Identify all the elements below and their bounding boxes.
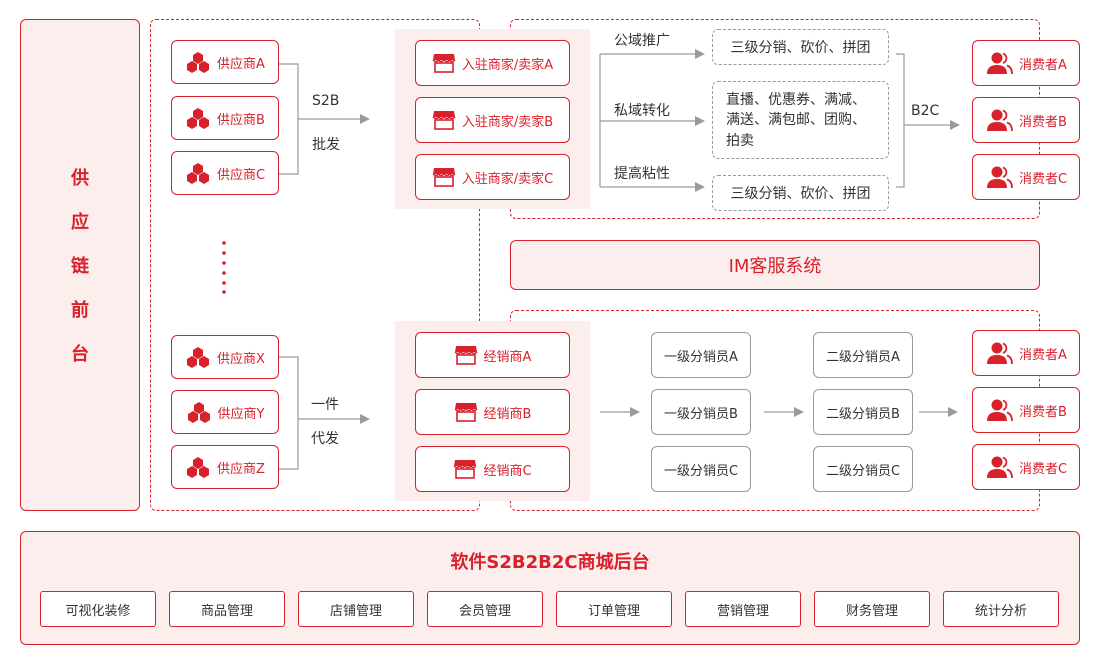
dealer-name: 经销商B [483,406,532,422]
consumer-box: 消费者B [972,387,1080,433]
merchant-box: 入驻商家/卖家B [415,97,570,143]
s2b-label: S2B [312,93,340,109]
users-icon [985,51,1013,75]
channel-label: 私域转化 [614,103,670,119]
module-statistics-analysis: 统计分析 [943,591,1059,627]
channel-label: 公域推广 [614,33,670,49]
merchant-name: 入驻商家/卖家B [461,114,554,130]
shop-icon [432,167,456,187]
module-store-management: 店铺管理 [298,591,414,627]
wholesale-label: 批发 [312,137,340,153]
merchant-box: 入驻商家/卖家C [415,154,570,200]
shop-icon [453,459,477,479]
module-member-management: 会员管理 [427,591,543,627]
supplier-region-frame [150,19,480,511]
distributor-l1-box: 一级分销员B [651,389,751,435]
distributor-l1-box: 一级分销员A [651,332,751,378]
supplier-name: 供应商C [216,167,266,183]
cubes-icon [185,107,211,129]
consumer-name: 消费者C [1018,461,1068,477]
supplier-name: 供应商Z [217,461,265,477]
shop-icon [454,345,478,365]
supply-chain-frontend-panel: 供 应 链 前 台 [20,19,140,511]
b2c-label: B2C [911,103,940,119]
left-title-char: 链 [71,256,89,277]
channel-tactics-box: 三级分销、砍价、拼团 [712,175,889,211]
supplier-box: 供应商C [171,151,279,195]
shop-icon [432,110,456,130]
module-marketing-management: 营销管理 [685,591,801,627]
supplier-name: 供应商X [217,351,265,367]
cubes-icon [185,51,211,73]
distributor-l1-box: 一级分销员C [651,446,751,492]
cubes-icon [185,162,211,184]
consumer-name: 消费者A [1019,57,1067,73]
consumer-name: 消费者C [1018,171,1068,187]
supplier-box: 供应商Y [171,390,279,434]
module-product-management: 商品管理 [169,591,285,627]
left-title-char: 台 [71,344,89,365]
dealer-name: 经销商C [483,463,532,479]
merchant-name: 入驻商家/卖家A [461,57,554,73]
im-service-system: IM客服系统 [510,240,1040,290]
supplier-name: 供应商A [217,56,265,72]
dealer-box: 经销商C [415,446,570,492]
consumer-box: 消费者A [972,40,1080,86]
consumer-box: 消费者B [972,97,1080,143]
consumer-box: 消费者A [972,330,1080,376]
supplier-box: 供应商B [171,96,279,140]
left-title-char: 应 [71,212,89,233]
merchant-name: 入驻商家/卖家C [461,171,554,187]
users-icon [985,398,1013,422]
supplier-box: 供应商X [171,335,279,379]
supplier-name: 供应商Y [217,406,265,422]
left-title-char: 前 [71,300,89,321]
users-icon [985,341,1013,365]
backend-title: 软件S2B2B2C商城后台 [450,552,650,573]
supplier-name: 供应商B [217,112,265,128]
shop-icon [432,53,456,73]
users-icon [985,165,1013,189]
consumer-box: 消费者C [972,444,1080,490]
distributor-l2-box: 二级分销员C [813,446,913,492]
left-title-char: 供 [71,168,89,189]
dropship-label: 代发 [311,431,339,447]
module-visual-decoration: 可视化装修 [40,591,156,627]
cubes-icon [185,456,211,478]
merchant-box: 入驻商家/卖家A [415,40,570,86]
shop-icon [454,402,478,422]
supplier-box: 供应商A [171,40,279,84]
supplier-box: 供应商Z [171,445,279,489]
consumer-box: 消费者C [972,154,1080,200]
channel-tactics-box: 直播、优惠券、满减、 满送、满包邮、团购、 拍卖 [712,81,889,159]
distributor-l2-box: 二级分销员A [813,332,913,378]
cubes-icon [186,401,212,423]
consumer-name: 消费者B [1019,404,1067,420]
distributor-l2-box: 二级分销员B [813,389,913,435]
channel-label: 提高粘性 [614,166,670,182]
dropship-label: 一件 [311,397,339,413]
dealer-box: 经销商B [415,389,570,435]
consumer-name: 消费者B [1019,114,1067,130]
consumer-name: 消费者A [1019,347,1067,363]
module-order-management: 订单管理 [556,591,672,627]
dealer-name: 经销商A [483,349,532,365]
cubes-icon [185,346,211,368]
channel-tactics-box: 三级分销、砍价、拼团 [712,29,889,65]
users-icon [985,455,1013,479]
module-finance-management: 财务管理 [814,591,930,627]
dealer-box: 经销商A [415,332,570,378]
users-icon [985,108,1013,132]
